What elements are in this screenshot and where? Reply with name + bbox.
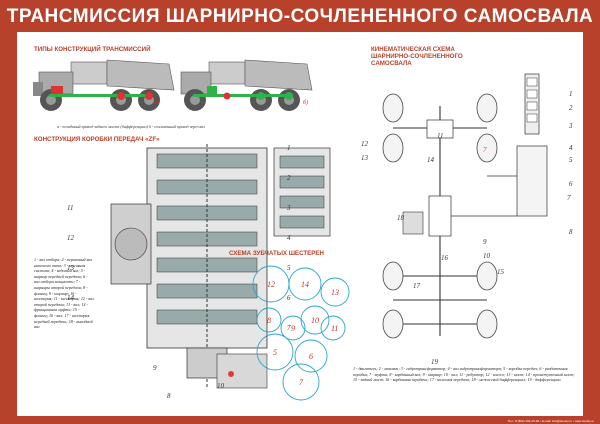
gear-number: 7 [299,378,304,387]
gear-number: 10 [311,316,319,325]
kinematic-callout: 13 [361,154,369,162]
gear-circles-scheme: 12 14 13 8 9 10 11 5 6 7 [252,265,350,401]
gearbox-cross-section-drawing [110,144,268,389]
gear-number: 11 [331,324,338,333]
svg-text:7: 7 [483,146,487,154]
variant-a-label: а) [154,100,159,106]
gearbox-callout-numbers: 1 2 3 4 5 6 7 8 9 10 11 12 13 14 [67,144,291,400]
poster-title: ТРАНСМИССИЯ ШАРНИРНО-СОЧЛЕНЕННОГО САМОСВ… [6,6,594,27]
kinematic-callout: 2 [569,104,573,112]
gearbox-callout: 1 [287,144,291,152]
kinematic-callout: 14 [427,156,435,164]
gearbox-callout: 10 [217,382,225,390]
gearbox-callout: 12 [67,234,75,242]
kinematic-callout: 12 [361,140,369,148]
gearbox-callout: 7 [287,324,291,332]
gearbox-callout: 2 [287,174,291,182]
kinematic-callout: 16 [441,254,449,262]
gears-section-title: СХЕМА ЗУБЧАТЫХ ШЕСТЕРЕН [229,250,325,257]
gearbox-callout: 9 [153,364,157,372]
kinematic-callout: 7 [567,194,571,202]
variant-b-label: б) [303,100,309,106]
gear-number: 14 [301,280,309,289]
poster-canvas: ТИПЫ КОНСТРУКЦИЙ ТРАНСМИССИЙ а) б) а - п… [17,32,583,416]
gear-number: 8 [267,316,271,325]
gearbox-callout: 8 [167,392,171,400]
gearbox-callout: 4 [287,234,291,242]
kinematic-callout: 19 [431,358,439,366]
gearbox-section-title: КОНСТРУКЦИЯ КОРОБКИ ПЕРЕДАЧ «ZF» [34,136,160,143]
gear-number: 5 [273,348,277,357]
kinematic-callout: 9 [483,238,487,246]
kinematic-callout-numbers: 1 2 3 4 5 6 7 8 9 10 11 12 13 14 15 16 1… [361,90,573,366]
gearbox-callout: 13 [67,264,75,272]
kinematic-callout: 4 [569,144,573,152]
kinematic-section-title: КИНЕМАТИЧЕСКАЯ СХЕМА ШАРНИРНО-СОЧЛЕНЕННО… [371,46,463,67]
kinematic-callout: 5 [569,156,573,164]
truck-variant-a-illustration [33,59,175,111]
kinematic-callout: 6 [569,180,573,188]
gear-number: 6 [309,352,313,361]
kinematic-callout: 10 [483,252,491,260]
kinematic-callout: 11 [437,132,443,140]
gear-number: 13 [331,288,339,297]
kinematic-callout: 15 [497,268,505,276]
gearbox-callout: 6 [287,294,291,302]
truck-variant-b-illustration [180,59,313,111]
gearbox-callout: 11 [67,204,73,212]
gearbox-callout: 14 [67,294,75,302]
types-section-title: ТИПЫ КОНСТРУКЦИЙ ТРАНСМИССИЙ [34,46,151,53]
gearbox-side-view-drawing [273,147,331,237]
kinematic-legend: 1 - двигатель; 2 - маховик; 3 - гидротра… [353,366,575,383]
types-caption: а - позадиный привод заднего моста (дифф… [57,124,205,129]
kinematic-callout: 1 [569,90,573,98]
kinematic-callout: 3 [568,122,573,130]
gear-number: 9 [291,324,295,333]
gearbox-callout: 5 [287,264,291,272]
kinematic-callout: 8 [569,228,573,236]
kinematic-callout: 18 [397,214,405,222]
gearbox-legend: 1 - вал отбора; 2 - первичный вал навесн… [34,257,94,330]
gearbox-callout: 3 [286,204,291,212]
kinematic-callout: 17 [413,282,421,290]
poster-footer: Тел.: 8 (800) 302-15-36 • E-mail: info@s… [507,419,594,423]
gear-number: 12 [267,280,275,289]
kinematic-scheme-drawing: 7 [382,73,548,339]
